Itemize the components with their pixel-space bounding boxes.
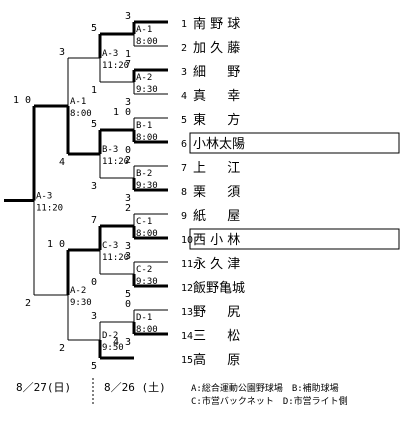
game-id: B-1 <box>136 121 152 131</box>
score: 3 <box>125 11 131 22</box>
score: 1 0 <box>113 107 131 118</box>
score: 3 <box>59 47 65 58</box>
score: 7 <box>91 215 97 226</box>
game-id: A-2 <box>136 73 152 83</box>
game-time: 11:20 <box>36 204 63 214</box>
game-id: A-1 <box>70 97 86 107</box>
score: 3 <box>125 251 131 262</box>
score: 3 <box>91 181 97 192</box>
score: 0 <box>125 145 131 156</box>
game-id: A-3 <box>36 192 52 202</box>
game-id: B-3 <box>102 145 118 155</box>
game-time: 9:50 <box>102 343 124 353</box>
team-name: 三 松 <box>193 329 240 344</box>
game-id: C-1 <box>136 217 152 227</box>
score: 1 0 <box>47 239 65 250</box>
score: 3 <box>125 193 131 204</box>
team-name: 高 原 <box>193 352 240 368</box>
team-name: 細 野 <box>193 65 240 80</box>
score: 2 <box>59 343 65 354</box>
score: 5 <box>91 361 97 372</box>
game-time: 11:20 <box>102 61 129 71</box>
team-number: 14 <box>181 331 193 342</box>
team-number: 15 <box>181 355 193 366</box>
team-number: 2 <box>181 43 187 54</box>
team-name: 加 久 藤 <box>193 41 240 56</box>
team-number: 5 <box>181 115 187 126</box>
team-number: 4 <box>181 91 187 102</box>
game-id: C-2 <box>136 265 152 275</box>
team-name: 飯野亀城 <box>193 281 245 296</box>
score: 0 <box>125 299 131 310</box>
team-name: 西 小 林 <box>193 233 240 248</box>
game-time: 8:00 <box>70 109 92 119</box>
score: 1 <box>91 85 97 96</box>
game-id: A-1 <box>136 25 152 35</box>
score: 0 <box>91 277 97 288</box>
game-time: 11:20 <box>102 157 129 167</box>
venue-legend-line2: C:市営バックネット D:市営ライト側 <box>191 395 348 407</box>
game-id: A-3 <box>102 49 118 59</box>
score: 4 <box>59 157 65 168</box>
team-name: 栗 須 <box>193 185 240 200</box>
score: 2 <box>125 155 131 166</box>
game-time: 9:30 <box>136 181 158 191</box>
team-number: 6 <box>181 139 187 150</box>
team-number: 12 <box>181 283 193 294</box>
score: 1 0 <box>13 95 31 106</box>
team-name: 永 久 津 <box>193 257 240 272</box>
game-id: D-2 <box>102 331 118 341</box>
game-time: 8:00 <box>136 325 158 335</box>
score: 2 <box>25 298 31 309</box>
team-name: 紙 屋 <box>193 209 240 224</box>
score: 3 <box>125 97 131 108</box>
game-id: D-1 <box>136 313 152 323</box>
team-highlight-box <box>189 228 400 250</box>
team-number: 10 <box>181 235 193 246</box>
score: 7 <box>125 59 131 70</box>
team-number: 13 <box>181 307 193 318</box>
team-name: 南 野 球 <box>193 16 240 32</box>
game-time: 8:00 <box>136 37 158 47</box>
team-number: 8 <box>181 187 187 198</box>
date-label-day1: 8／26 (土) <box>104 381 166 394</box>
score: 2 <box>125 203 131 214</box>
game-id: B-2 <box>136 169 152 179</box>
score: 3 <box>91 311 97 322</box>
team-number: 9 <box>181 211 187 222</box>
game-id: C-3 <box>102 241 118 251</box>
date-label-day2: 8／27(日) <box>16 381 71 394</box>
game-time: 8:00 <box>136 133 158 143</box>
team-name: 野 尻 <box>193 305 240 320</box>
score: 3 <box>125 241 131 252</box>
team-number: 3 <box>181 67 187 78</box>
game-id: A-2 <box>70 286 86 296</box>
score: 1 <box>125 49 131 60</box>
score: 4 3 <box>113 337 131 348</box>
venue-legend-line1: A:総合運動公園野球場 B:補助球場 <box>191 382 339 394</box>
game-time: 8:00 <box>136 229 158 239</box>
score: 5 <box>125 289 131 300</box>
team-name: 真 幸 <box>193 89 240 104</box>
score: 5 <box>91 119 97 130</box>
score: 5 <box>91 23 97 34</box>
team-number: 7 <box>181 163 187 174</box>
team-highlight-box <box>189 132 400 154</box>
game-time: 9:30 <box>136 85 158 95</box>
game-time: 9:30 <box>136 277 158 287</box>
team-number: 11 <box>181 259 193 270</box>
team-name: 上 江 <box>193 161 240 176</box>
team-number: 1 <box>181 19 187 30</box>
game-time: 11:20 <box>102 253 129 263</box>
team-name: 小林太陽 <box>193 137 245 152</box>
game-time: 9:30 <box>70 298 92 308</box>
team-name: 東 方 <box>193 112 240 128</box>
